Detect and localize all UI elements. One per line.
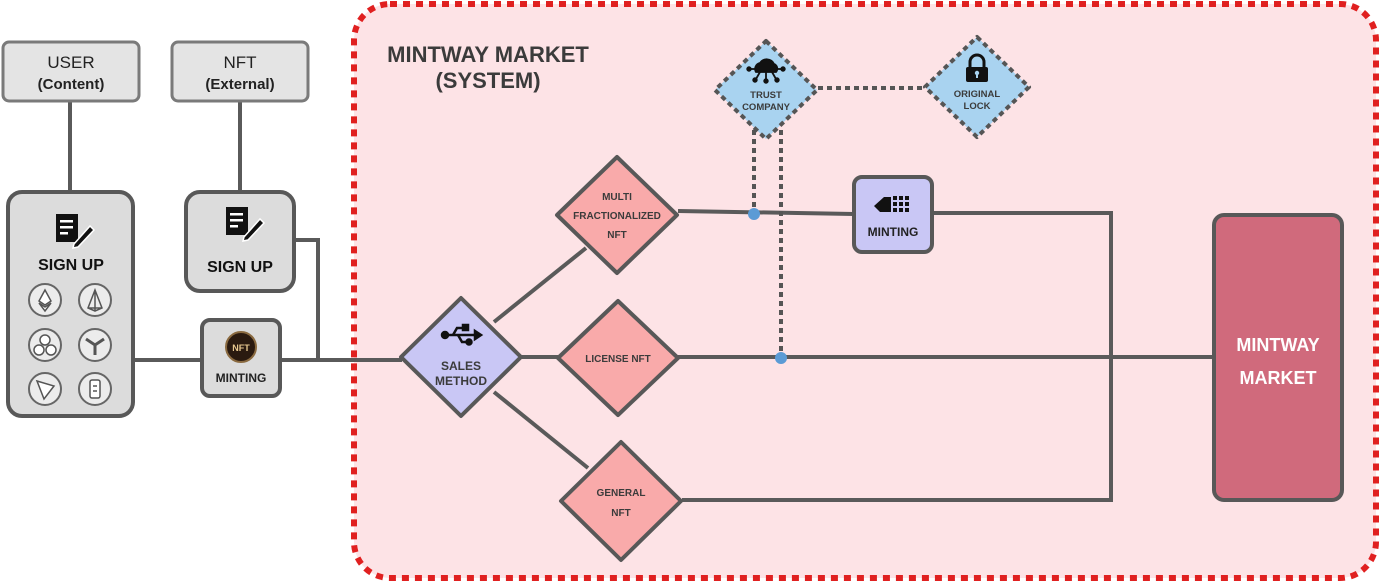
original-lock-line2: LOCK [964, 101, 991, 112]
cloud-network-icon [746, 58, 786, 84]
original-lock-node: ORIGINAL LOCK [923, 35, 1031, 139]
eos-icon [78, 283, 112, 317]
system-subtitle: (SYSTEM) [435, 68, 540, 93]
nft-coin-text: NFT [232, 343, 250, 353]
wallet-icon [78, 372, 112, 406]
nft-box-subtitle: (External) [205, 76, 274, 93]
system-boundary [351, 1, 1379, 581]
general-nft-line2: NFT [611, 508, 630, 519]
nft-signup-to-sales-line [294, 238, 320, 360]
trust-company-line2: COMPANY [742, 102, 791, 113]
sales-to-multi-line [492, 246, 588, 324]
general-nft-line1: GENERAL [597, 488, 646, 499]
trust-links [752, 86, 926, 356]
license-nft-node: LICENSE NFT [556, 299, 680, 417]
minting-left-label: MINTING [216, 371, 267, 385]
sales-method-line1: SALES [441, 359, 481, 373]
nft-signup-label: SIGN UP [207, 259, 273, 276]
mintway-market-box: MINTWAY MARKET [1212, 213, 1344, 502]
multi-nft-line2: FRACTIONALIZED [573, 211, 661, 222]
general-nft-node: GENERAL NFT [559, 440, 683, 562]
document-edit-icon [226, 207, 266, 242]
trust-junction-license [775, 352, 787, 364]
sales-method-line2: METHOD [435, 374, 487, 388]
nft-box-title: NFT [223, 53, 256, 72]
lock-icon [966, 53, 988, 82]
user-box-title: USER [47, 53, 94, 72]
trust-company-line1: TRUST [750, 90, 782, 101]
ethereum-icon [28, 283, 62, 317]
usb-icon [440, 323, 484, 346]
user-box-subtitle: (Content) [38, 76, 105, 93]
market-line1: MINTWAY [1236, 335, 1319, 355]
nft-signup-panel: SIGN UP [184, 190, 296, 293]
license-nft-label: LICENSE NFT [585, 354, 651, 365]
user-signup-label: SIGN UP [38, 257, 104, 274]
general-to-market-line [682, 357, 1113, 502]
system-title: MINTWAY MARKET [387, 42, 589, 67]
trust-company-node: TRUST COMPANY [713, 39, 819, 141]
original-lock-line1: ORIGINAL [954, 89, 1001, 100]
minting-right-label: MINTING [868, 225, 919, 239]
trust-junction-multi [748, 208, 760, 220]
nft-coin-icon: NFT [225, 331, 257, 363]
hand-chip-icon [874, 196, 909, 212]
tron-icon [28, 372, 62, 406]
document-edit-icon [56, 214, 96, 249]
minting-left-box: NFT MINTING [200, 318, 282, 398]
minting-right-box: MINTING [852, 175, 934, 254]
connectors [68, 100, 1214, 502]
user-signup-panel: SIGN UP [6, 190, 135, 418]
multi-nft-line1: MULTI [602, 192, 632, 203]
minting-to-market-line [932, 211, 1113, 357]
tezos-icon [78, 328, 112, 362]
ripple-icon [28, 328, 62, 362]
sales-method-node: SALES METHOD [399, 296, 523, 418]
multi-fractionalized-nft-node: MULTI FRACTIONALIZED NFT [555, 155, 679, 275]
nft-box: NFT (External) [170, 40, 310, 103]
multi-nft-line3: NFT [607, 230, 626, 241]
user-box: USER (Content) [1, 40, 141, 103]
sales-to-general-line [492, 390, 590, 470]
market-line2: MARKET [1240, 368, 1317, 388]
multi-to-minting-line [677, 209, 855, 216]
